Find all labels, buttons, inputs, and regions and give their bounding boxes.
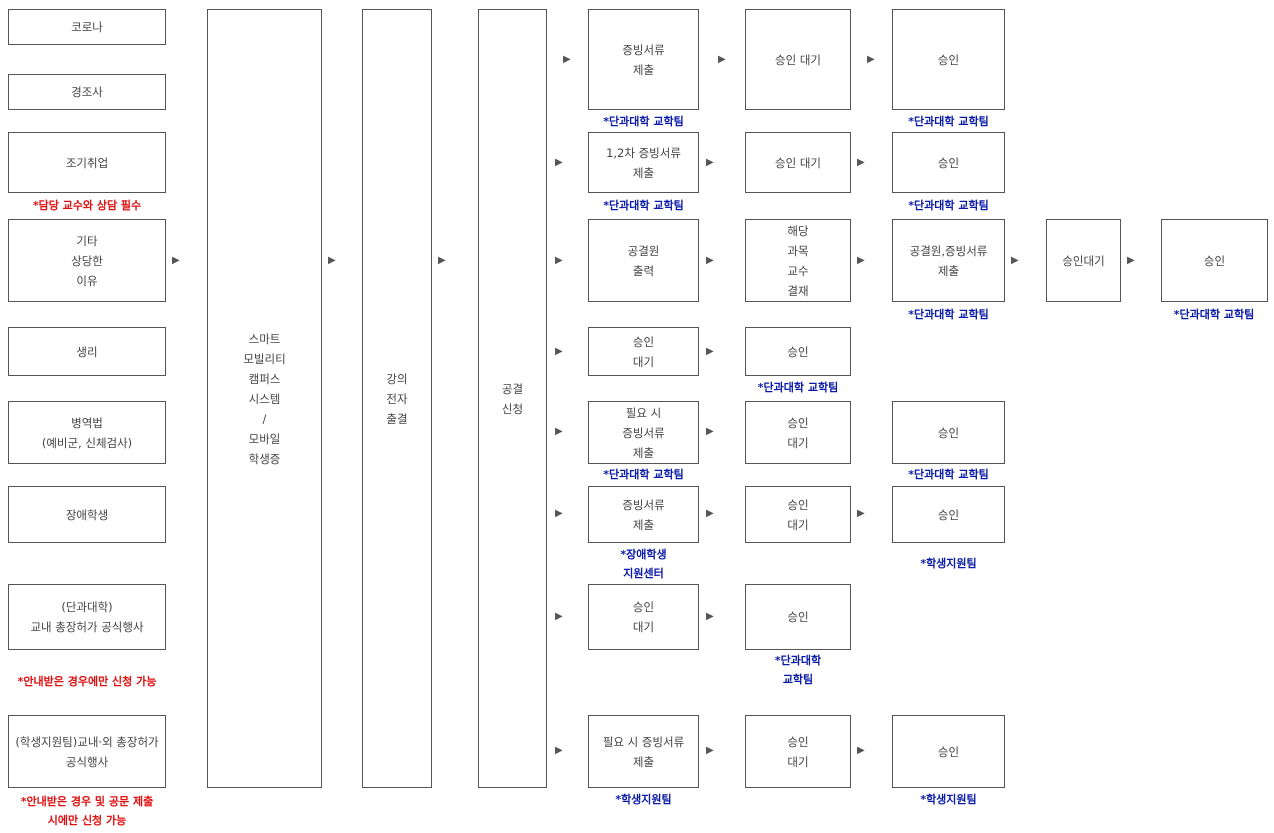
arrow-icon: ▶ (857, 255, 865, 266)
arrow-icon: ▶ (555, 611, 563, 622)
flow-2-step-2: 공결원,증빙서류 제출 (892, 219, 1005, 302)
arrow-icon: ▶ (706, 611, 714, 622)
arrow-icon: ▶ (438, 255, 446, 266)
reason-early-employment: 조기취업 (8, 132, 166, 193)
arrow-icon: ▶ (1011, 255, 1019, 266)
flow-0-step-2-note: *단과대학 교학팀 (908, 115, 989, 128)
flow-1-step-2-note: *단과대학 교학팀 (908, 199, 989, 212)
flow-6-step-0: 승인 대기 (588, 584, 699, 650)
electronic-attendance: 강의 전자 출결 (362, 9, 432, 788)
flow-1-step-2: 승인 (892, 132, 1005, 193)
reason-family-event: 경조사 (8, 74, 166, 110)
flow-4-step-2: 승인 (892, 401, 1005, 464)
flow-7-step-0: 필요 시 증빙서류 제출 (588, 715, 699, 788)
flow-0-step-0: 증빙서류 제출 (588, 9, 699, 110)
flow-4-step-0-note: *단과대학 교학팀 (603, 468, 684, 481)
arrow-icon: ▶ (706, 745, 714, 756)
arrow-icon: ▶ (706, 157, 714, 168)
arrow-icon: ▶ (706, 255, 714, 266)
flow-3-step-1-note: *단과대학 교학팀 (757, 381, 839, 394)
flow-2-step-1: 해당 과목 교수 결재 (745, 219, 851, 302)
arrow-icon: ▶ (563, 54, 571, 65)
arrow-icon: ▶ (172, 255, 180, 266)
flow-7-step-0-note: *학생지원팀 (615, 793, 672, 806)
arrow-icon: ▶ (555, 426, 563, 437)
arrow-icon: ▶ (706, 508, 714, 519)
flow-3-step-0: 승인 대기 (588, 327, 699, 376)
arrow-icon: ▶ (1127, 255, 1135, 266)
reason-college-event: (단과대학) 교내 총장허가 공식행사 (8, 584, 166, 650)
arrow-icon: ▶ (857, 157, 865, 168)
reason-student-support-event-note: *안내받은 경우 및 공문 제출 시에만 신청 가능 (20, 795, 154, 827)
flow-6-step-1-note: *단과대학 교학팀 (774, 654, 822, 686)
flow-1-step-0: 1,2차 증빙서류 제출 (588, 132, 699, 193)
flow-5-step-2: 승인 (892, 486, 1005, 543)
arrow-icon: ▶ (718, 54, 726, 65)
flow-2-step-4-note: *단과대학 교학팀 (1173, 308, 1255, 321)
flow-2-step-2-note: *단과대학 교학팀 (908, 308, 989, 321)
reason-college-event-note: *안내받은 경우에만 신청 가능 (17, 675, 157, 688)
flow-4-step-1: 승인 대기 (745, 401, 851, 464)
flow-3-step-1: 승인 (745, 327, 851, 376)
reason-military: 병역법 (예비군, 신체검사) (8, 401, 166, 464)
reason-other: 기타 상당한 이유 (8, 219, 166, 302)
flow-2-step-3: 승인대기 (1046, 219, 1121, 302)
arrow-icon: ▶ (706, 346, 714, 357)
arrow-icon: ▶ (328, 255, 336, 266)
arrow-icon: ▶ (857, 508, 865, 519)
arrow-icon: ▶ (555, 157, 563, 168)
arrow-icon: ▶ (555, 346, 563, 357)
flow-5-step-1: 승인 대기 (745, 486, 851, 543)
reason-menstruation: 생리 (8, 327, 166, 376)
flow-7-step-2-note: *학생지원팀 (920, 793, 977, 806)
flow-5-step-0-note: *장애학생 지원센터 (620, 548, 667, 580)
reason-covid: 코로나 (8, 9, 166, 45)
flow-0-step-0-note: *단과대학 교학팀 (603, 115, 684, 128)
arrow-icon: ▶ (555, 255, 563, 266)
flow-2-step-4: 승인 (1161, 219, 1268, 302)
flow-0-step-2: 승인 (892, 9, 1005, 110)
flow-5-step-0: 증빙서류 제출 (588, 486, 699, 543)
arrow-icon: ▶ (867, 54, 875, 65)
reason-early-employment-note: *담당 교수와 상담 필수 (32, 199, 142, 212)
flow-0-step-1: 승인 대기 (745, 9, 851, 110)
arrow-icon: ▶ (857, 745, 865, 756)
flow-6-step-1: 승인 (745, 584, 851, 650)
flow-5-step-2-note: *학생지원팀 (920, 557, 977, 570)
reason-disabled-student: 장애학생 (8, 486, 166, 543)
flow-2-step-0: 공결원 출력 (588, 219, 699, 302)
reason-student-support-event: (학생지원팀)교내·외 총장허가 공식행사 (8, 715, 166, 788)
arrow-icon: ▶ (555, 745, 563, 756)
smart-campus-system: 스마트 모빌리티 캠퍼스 시스템 / 모바일 학생증 (207, 9, 322, 788)
flow-1-step-1: 승인 대기 (745, 132, 851, 193)
flow-7-step-2: 승인 (892, 715, 1005, 788)
flow-1-step-0-note: *단과대학 교학팀 (603, 199, 684, 212)
flow-7-step-1: 승인 대기 (745, 715, 851, 788)
arrow-icon: ▶ (706, 426, 714, 437)
flow-4-step-2-note: *단과대학 교학팀 (908, 468, 989, 481)
absence-application: 공결 신청 (478, 9, 547, 788)
flow-4-step-0: 필요 시 증빙서류 제출 (588, 401, 699, 464)
arrow-icon: ▶ (555, 508, 563, 519)
